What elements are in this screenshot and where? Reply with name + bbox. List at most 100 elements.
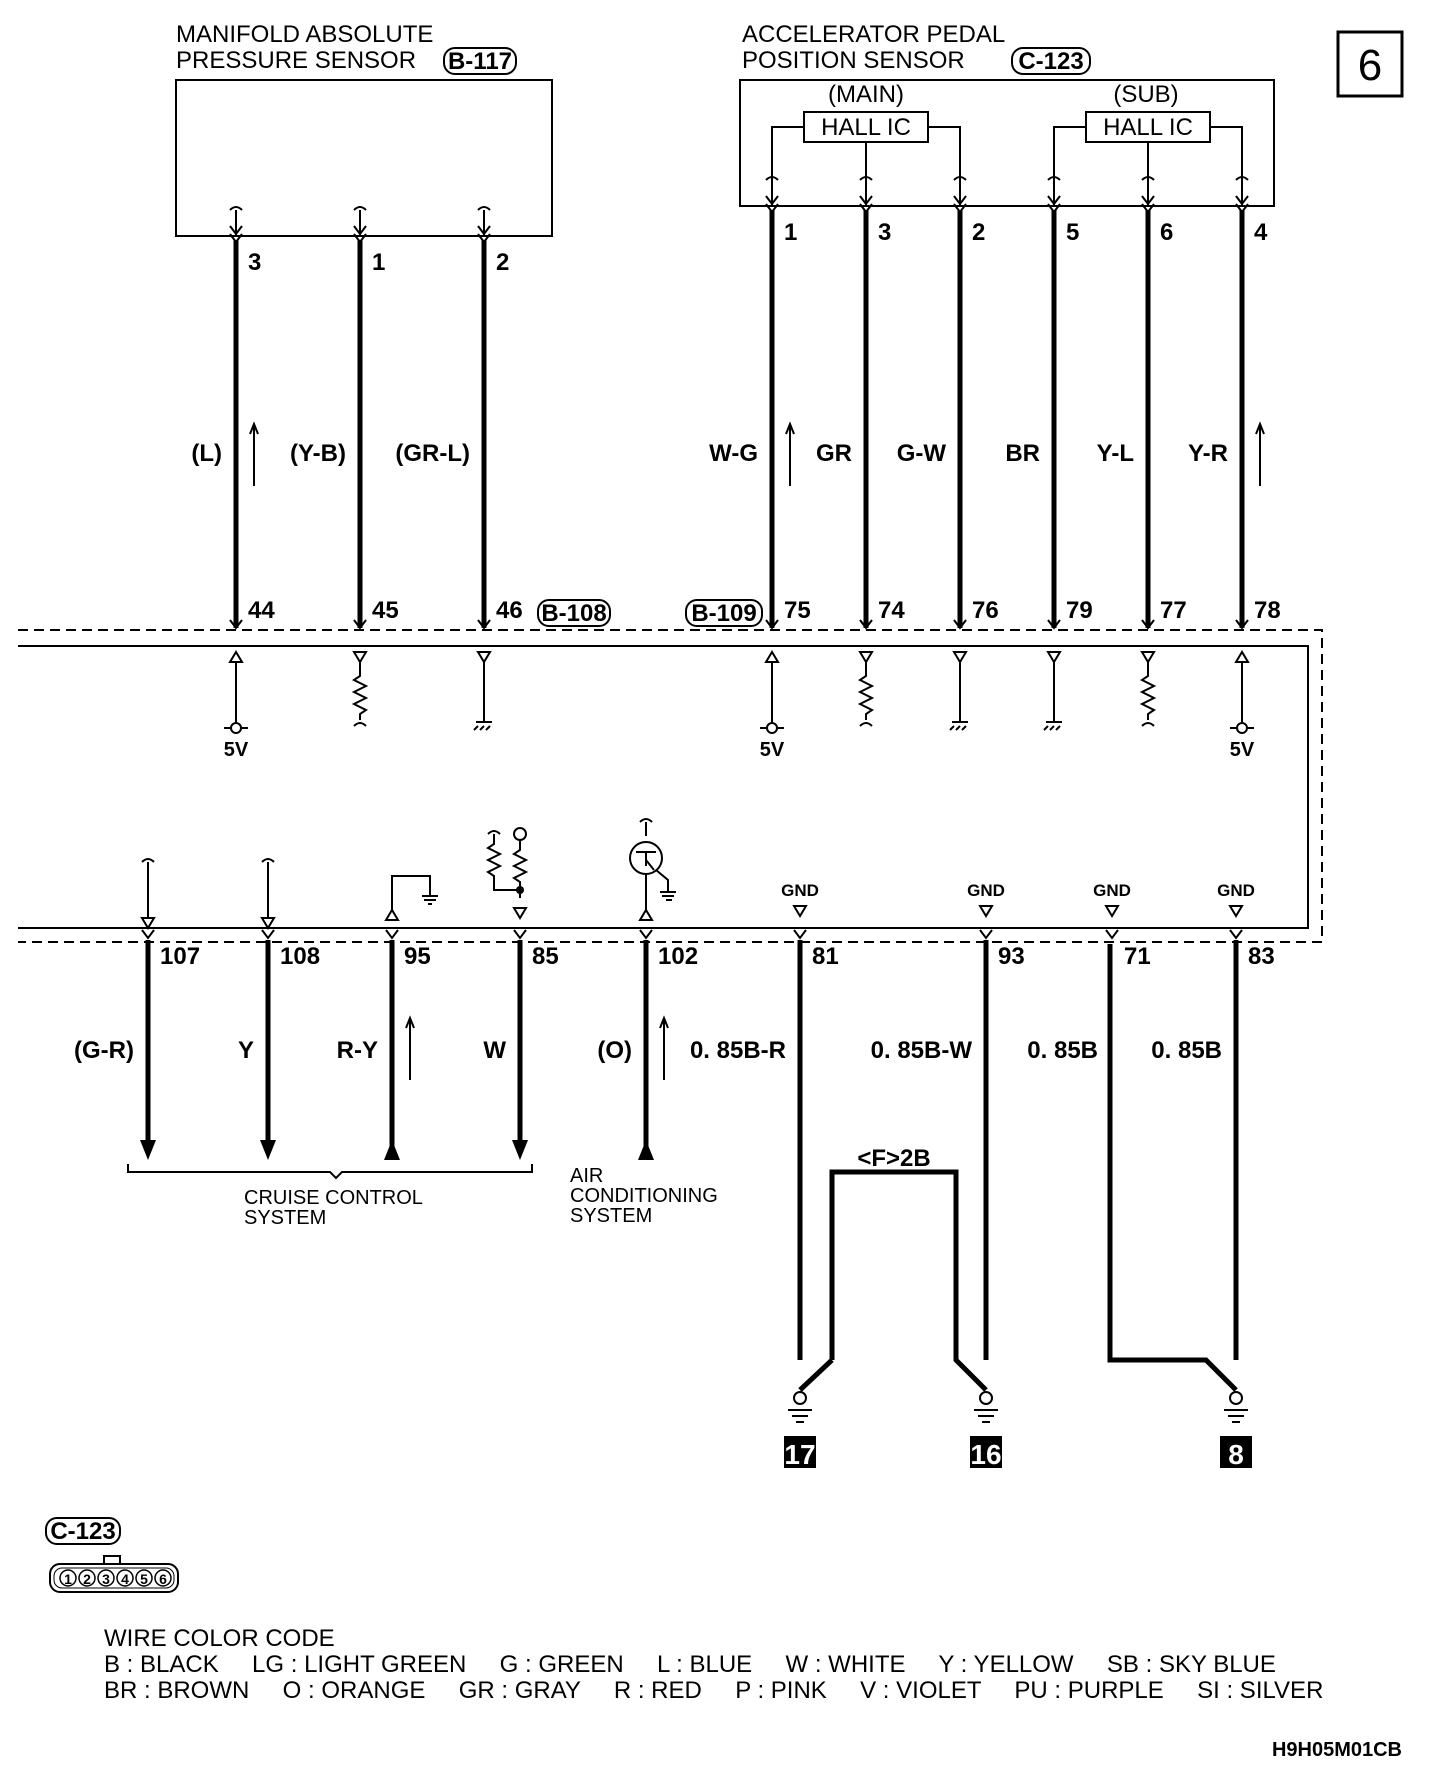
wire-color-75: W-G [709,440,758,467]
junction-label: <F>2B [857,1145,930,1172]
connector-pin-3: 3 [97,1569,115,1587]
lower-wire-95: 95R-Y [337,929,431,1160]
sensor-pin-2: 2 [496,249,509,276]
ecu-pin-77: 77 [1160,597,1187,624]
voltage-label-78: 5V [1230,739,1255,761]
ecu-pin-83: 83 [1248,943,1275,970]
lower-wire-81: 810. 85B-R [690,929,839,1360]
wire-color-83: 0. 85B [1151,1037,1222,1064]
lower-wire-85: 85W [483,929,559,1160]
upper-wire-76: 2G-W 76 [897,176,999,731]
app-sensor-title-2: POSITION SENSOR [742,47,965,74]
upper-wire-77: 6Y-L 77 [1097,176,1187,727]
ecu-pin-79: 79 [1066,597,1093,624]
ecu-connector-left: B-108 [541,600,606,627]
connector-pin-1: 1 [59,1569,77,1587]
legend-line-2: BR : BROWN O : ORANGE GR : GRAY R : RED … [104,1677,1323,1704]
ground-number-17: 17 [784,1439,815,1470]
ground-routing: <F>2B [798,944,1238,1392]
connector-diagram-label-box [45,1517,121,1545]
wire-color-74: GR [816,440,852,467]
upper-wire-46: 2 (GR-L) 46 [395,206,523,731]
gnd-label-83: GND [1217,881,1255,900]
cruise-label-2: SYSTEM [244,1207,326,1229]
map-sensor-title-2: PRESSURE SENSOR [176,47,416,74]
hall-ic-sub-label: HALL IC [1103,114,1193,141]
wire-color-79: BR [1005,440,1040,467]
ac-label-2: CONDITIONING [570,1185,718,1207]
ground-point-16: 16 [970,1391,1002,1470]
ac-label-3: SYSTEM [570,1205,652,1227]
wire-color-108: Y [238,1037,254,1064]
wire-color-77: Y-L [1097,440,1134,467]
wire-color-44: (L) [191,440,222,467]
sensor-pin-4: 4 [1254,219,1268,246]
lower-wire-71: 710. 85B [1027,929,1151,1064]
ecu-connector-left-box [537,599,611,627]
ecu-pin-107: 107 [160,943,200,970]
ecu-pin-75: 75 [784,597,811,624]
ecu-body [18,629,1323,943]
sensor-pin-1: 1 [784,219,797,246]
upper-wires: 3(L)445V1(Y-B)452(GR-L)461W-G755V3GR742G… [191,176,1281,761]
lower-wire-107: 107 (G-R) [74,929,200,1160]
map-sensor-title-1: MANIFOLD ABSOLUTE [176,21,433,48]
ecu-connector-right-box [685,599,763,627]
ecu-pin-76: 76 [972,597,999,624]
wire-color-107: (G-R) [74,1037,134,1064]
wire-color-71: 0. 85B [1027,1037,1098,1064]
ecu-connector-tags: B-108 B-109 [537,599,763,627]
cruise-label-1: CRUISE CONTROL [244,1187,423,1209]
wire-color-46: (GR-L) [395,440,470,467]
ground-number-8: 8 [1228,1439,1244,1470]
svg-text:4: 4 [121,1571,129,1587]
ground-number-16: 16 [970,1439,1001,1470]
map-sensor-connector: B-117 [448,48,512,75]
wire-color-81: 0. 85B-R [690,1037,786,1064]
wire-color-95: R-Y [337,1037,378,1064]
upper-wire-45: 1(Y-B)45 [290,206,399,727]
sensor-pin-6: 6 [1160,219,1173,246]
lower-devices [140,818,676,930]
map-sensor-connector-box [443,47,517,75]
map-sensor: MANIFOLD ABSOLUTE PRESSURE SENSOR B-117 [175,21,553,237]
sensor-pin-3: 3 [248,249,261,276]
ecu-pin-95: 95 [404,943,431,970]
wire-color-78: Y-R [1188,440,1228,467]
ecu-pin-108: 108 [280,943,320,970]
connector-pin-6: 6 [154,1569,172,1587]
ecu-pin-46: 46 [496,597,523,624]
connector-diagram-label: C-123 [50,1518,115,1545]
ecu-pin-93: 93 [998,943,1025,970]
ac-label-1: AIR [570,1165,603,1187]
svg-text:6: 6 [159,1571,167,1587]
ground-point-17: 17 [784,1391,816,1470]
voltage-label-44: 5V [224,739,249,761]
gnd-label-93: GND [967,881,1005,900]
wire-color-102: (O) [597,1037,632,1064]
map-sensor-body [175,79,553,237]
lower-wire-93: 93 0. 85B-W [871,929,1025,1360]
connector-pin-4: 4 [116,1569,134,1587]
page-number-box: 6 [1336,30,1404,98]
svg-text:1: 1 [64,1571,72,1587]
ecu-pin-85: 85 [532,943,559,970]
ground-points: 17 16 8 [784,1391,1252,1470]
lower-wire-83: 83 0. 85B [1151,929,1275,1360]
sensor-pin-2: 2 [972,219,985,246]
sensor-pin-3: 3 [878,219,891,246]
ecu-connector-right: B-109 [691,600,756,627]
wire-color-93: 0. 85B-W [871,1037,973,1064]
wire-color-76: G-W [897,440,947,467]
connector-pin-2: 2 [78,1569,96,1587]
wire-color-legend: WIRE COLOR CODE B : BLACK LG : LIGHT GRE… [104,1625,1323,1704]
legend-title: WIRE COLOR CODE [104,1625,335,1652]
connector-pin-5: 5 [135,1569,153,1587]
